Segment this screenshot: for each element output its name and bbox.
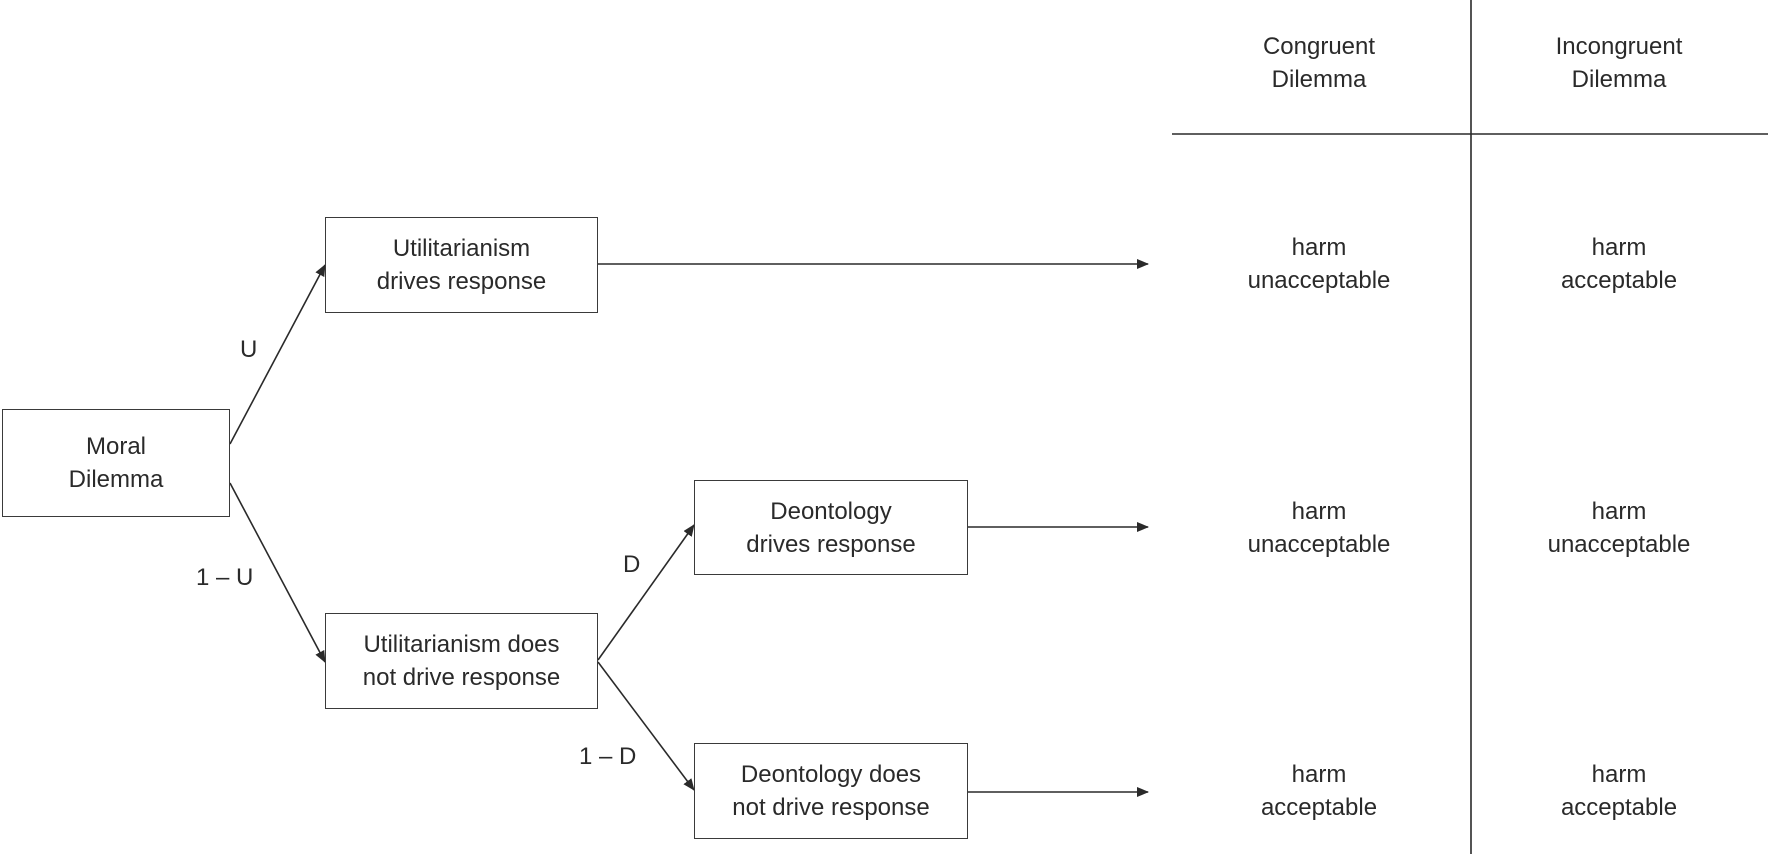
table-cell-row3-incongruent: harm acceptable [1560,761,1678,821]
edge-label-u: U [240,336,258,363]
table-cell-row1-congruent: harm unacceptable [1247,234,1391,294]
node-utilitarianism-does-not-drive-response: Utilitarianism does not drive response [325,613,598,709]
edge-u-arrow [229,264,326,445]
node-moral-dilemma: Moral Dilemma [2,409,230,517]
node-utilitarianism-drives-response: Utilitarianism drives response [325,217,598,313]
edge-d-arrow [597,524,695,661]
edge-one-minus-u-arrow [229,482,326,663]
table-cell-row2-congruent: harm unacceptable [1247,498,1391,558]
edge-one-minus-d-arrow [597,661,695,791]
table-cell-row3-congruent: harm acceptable [1260,761,1378,821]
node-deontology-does-not-drive-response: Deontology does not drive response [694,743,968,839]
table-cell-row2-incongruent: harm unacceptable [1547,498,1691,558]
node-deontology-drives-response: Deontology drives response [694,480,968,575]
edge-label-one-minus-d: 1 – D [579,743,637,770]
table-cell-row1-incongruent: harm acceptable [1560,234,1678,294]
edge-label-d: D [623,551,641,578]
table-header-incongruent-dilemma: Incongruent Dilemma [1555,33,1683,93]
edge-label-one-minus-u: 1 – U [196,564,254,591]
table-header-congruent-dilemma: Congruent Dilemma [1262,33,1376,93]
